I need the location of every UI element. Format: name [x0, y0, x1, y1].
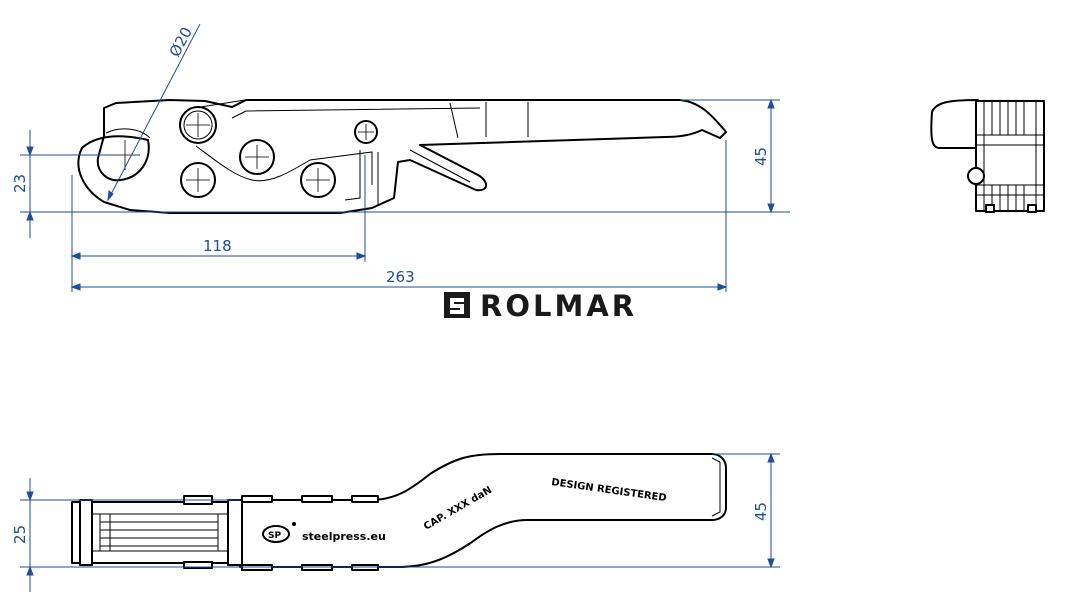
- website-engraving: steelpress.eu: [302, 530, 386, 543]
- height-left-label: 23: [11, 174, 29, 193]
- top-view-dimensions: 25 45: [11, 452, 780, 592]
- end-view-part: [930, 99, 1045, 213]
- rolmar-logo: ROLMAR: [444, 289, 637, 323]
- diameter-leader: [107, 23, 201, 201]
- height-right-label: 45: [752, 147, 770, 166]
- side-view-dimensions: Ø20 23 118 263 45: [11, 23, 790, 292]
- bottom-height-right-label: 45: [752, 502, 770, 521]
- steelpress-badge-icon: [262, 525, 290, 543]
- length-mid-label: 118: [203, 237, 232, 255]
- top-view-part: SP: [71, 453, 727, 571]
- brand-name: ROLMAR: [480, 289, 637, 323]
- rolmar-mark-icon: [444, 292, 470, 318]
- side-view-part: [77, 99, 727, 214]
- svg-text:SP: SP: [268, 531, 281, 541]
- diameter-label: Ø20: [166, 24, 196, 60]
- bottom-height-left-label: 25: [11, 525, 29, 544]
- length-total-label: 263: [386, 268, 415, 286]
